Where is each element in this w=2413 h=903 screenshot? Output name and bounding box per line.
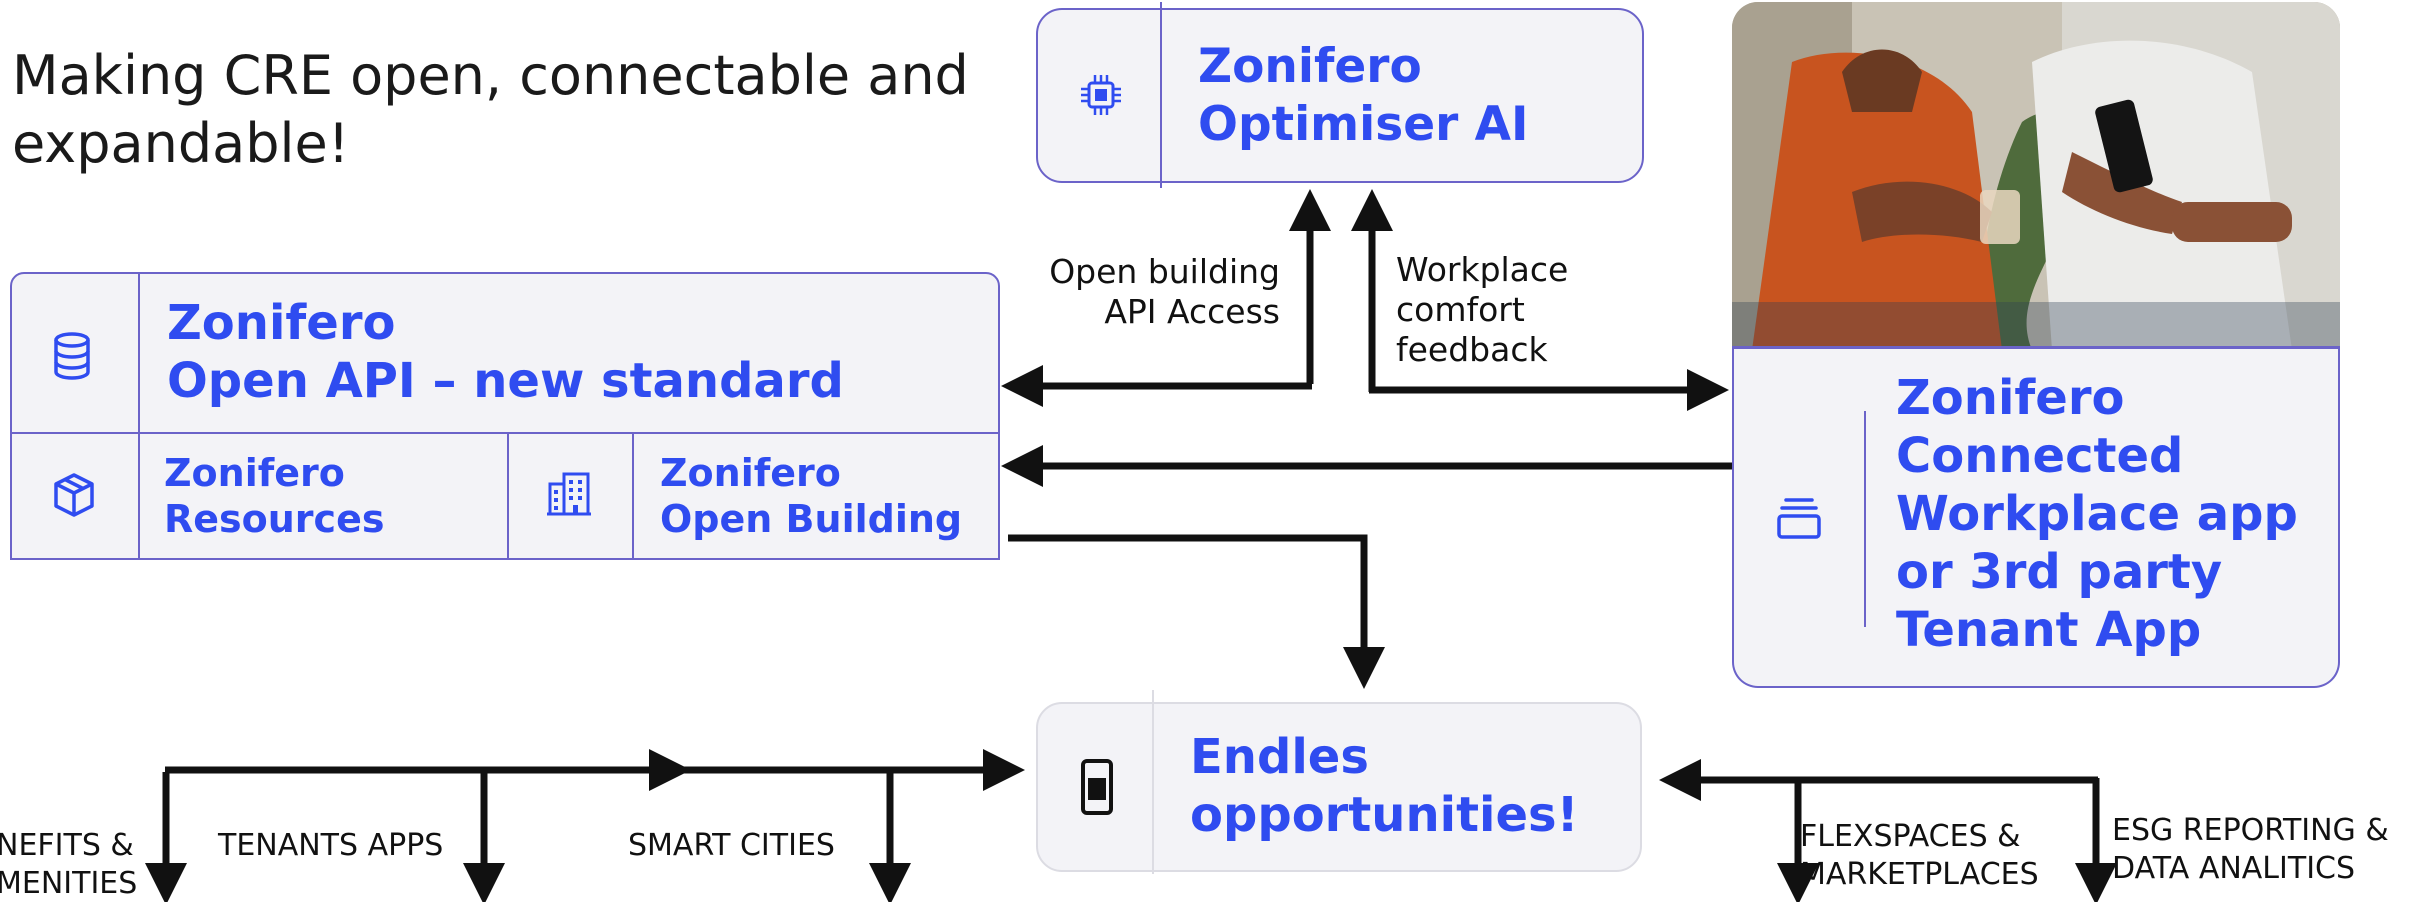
- esg-line-1: ESG REPORTING &: [2112, 813, 2389, 848]
- api-access-line-1: Open building: [1049, 252, 1280, 291]
- benefits-label: NEFITS & MENITIES: [0, 827, 137, 903]
- optimiser-ai-box: Zonifero Optimiser AI: [1036, 2, 1644, 188]
- opportunities-line-1: Endles: [1190, 729, 1369, 785]
- headline-line-2: expandable!: [12, 112, 350, 175]
- divider: [12, 432, 998, 434]
- divider: [138, 274, 140, 558]
- comfort-line-2: comfort: [1396, 290, 1525, 329]
- open-building-to-opportunities-arrow: [1008, 534, 1385, 689]
- optimiser-title-line-2: Optimiser AI: [1198, 97, 1529, 152]
- layers-icon: [1777, 498, 1821, 539]
- divider: [1152, 690, 1154, 874]
- open-api-box: Zonifero Open API – new standard Zonifer…: [10, 272, 1000, 560]
- comfort-line-1: Workplace: [1396, 250, 1569, 289]
- cube-icon: [54, 473, 94, 517]
- headline-line-1: Making CRE open, connectable and: [12, 44, 969, 107]
- workplace-app-line-3: Workplace app: [1896, 486, 2298, 542]
- comfort-line-3: feedback: [1396, 330, 1548, 369]
- comfort-feedback-label: Workplace comfort feedback: [1396, 250, 1568, 370]
- open-building-title-line-2: Open Building: [660, 497, 963, 541]
- tenants-apps-label: TENANTS APPS: [218, 828, 444, 863]
- optimiser-title-line-1: Zonifero: [1198, 39, 1422, 94]
- people-with-phone-photo: [1732, 2, 2340, 350]
- building-icon: [547, 472, 591, 516]
- smart-cities-label: SMART CITIES: [628, 828, 835, 863]
- workplace-app-line-5: Tenant App: [1896, 602, 2202, 658]
- workplace-app-line-4: or 3rd party: [1896, 544, 2223, 600]
- divider: [1864, 411, 1866, 627]
- database-icon: [54, 332, 90, 380]
- esg-label: ESG REPORTING & DATA ANALITICS: [2112, 812, 2389, 888]
- divider: [632, 432, 634, 558]
- api-access-line-2: API Access: [1104, 292, 1280, 331]
- mobile-phone-icon: [1081, 759, 1113, 815]
- benefits-line-1: NEFITS &: [0, 828, 134, 863]
- workplace-app-line-2: Connected: [1896, 428, 2184, 484]
- flexspaces-line-2: MARKETPLACES: [1800, 857, 2039, 892]
- open-api-title-line-1: Zonifero: [167, 295, 396, 351]
- divider: [507, 432, 509, 558]
- workplace-app-line-1: Zonifero: [1896, 370, 2125, 426]
- divider: [1160, 2, 1162, 188]
- resources-title-line-1: Zonifero: [164, 451, 345, 495]
- headline: Making CRE open, connectable and expanda…: [12, 42, 1012, 178]
- chip-icon: [1081, 75, 1121, 115]
- open-building-title-line-1: Zonifero: [660, 451, 841, 495]
- opportunities-box: Endles opportunities!: [1036, 690, 1642, 874]
- flexspaces-label: FLEXSPACES & MARKETPLACES: [1800, 818, 2039, 894]
- benefits-line-2: MENITIES: [0, 866, 138, 901]
- flexspaces-line-1: FLEXSPACES &: [1800, 819, 2021, 854]
- api-access-label: Open building API Access: [1040, 252, 1280, 332]
- opportunities-line-2: opportunities!: [1190, 787, 1579, 843]
- resources-title-line-2: Resources: [164, 497, 385, 541]
- esg-line-2: DATA ANALITICS: [2112, 851, 2356, 886]
- open-api-title-line-2: Open API – new standard: [167, 353, 844, 409]
- workplace-app-box: Zonifero Connected Workplace app or 3rd …: [1732, 346, 2340, 688]
